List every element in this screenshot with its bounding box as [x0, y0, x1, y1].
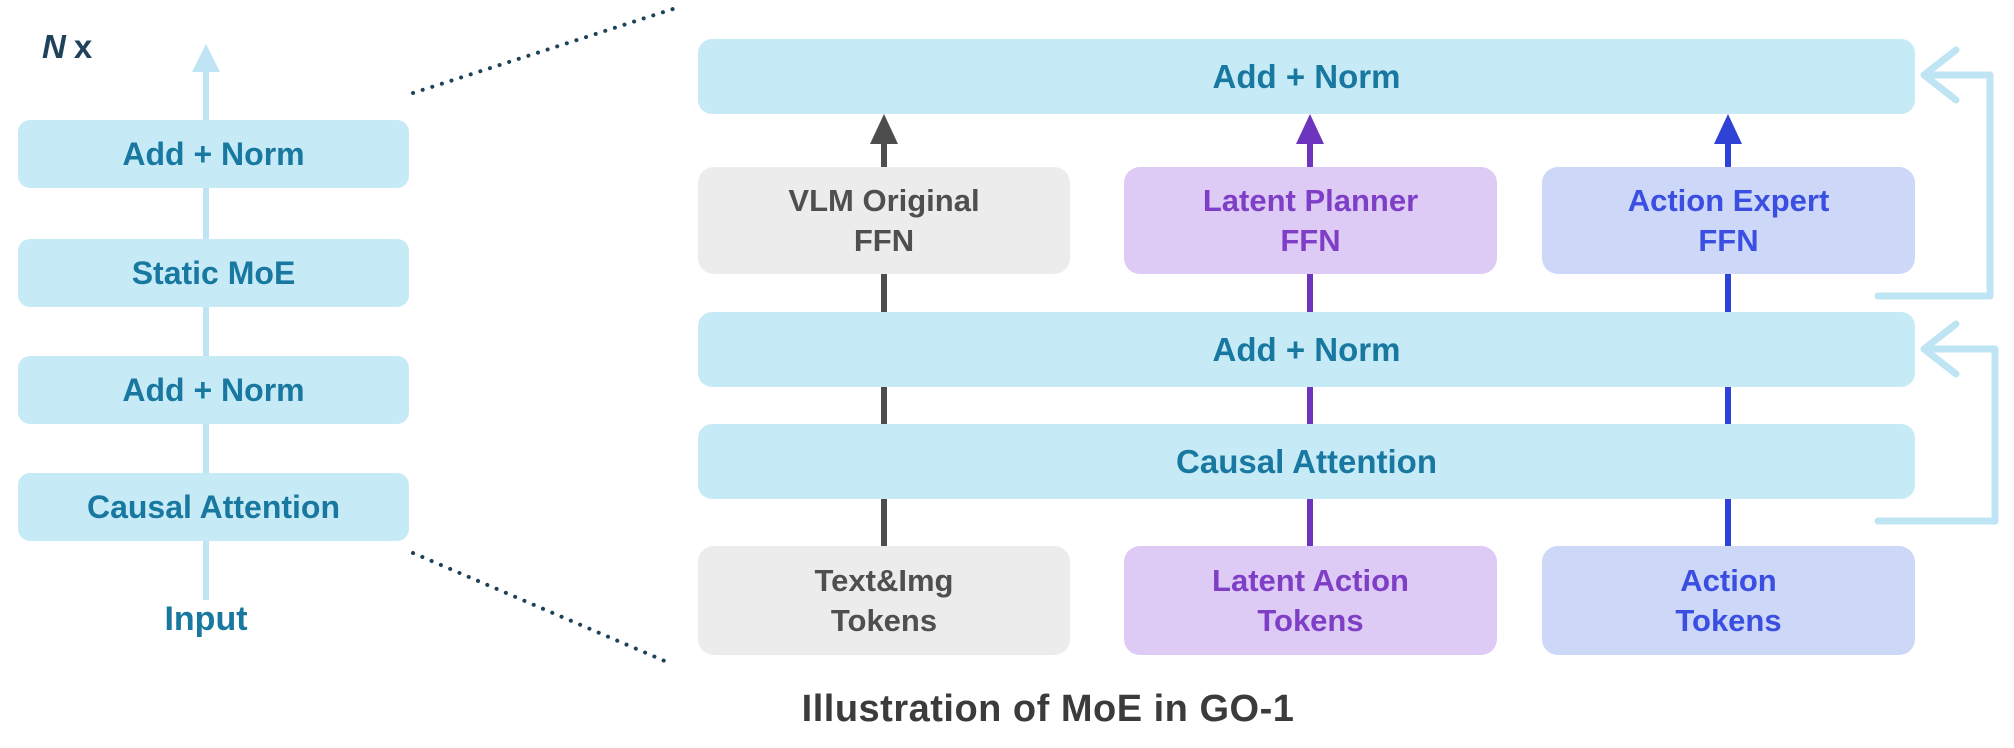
token-label-line2: Tokens — [1257, 602, 1364, 638]
top-add-norm-bar: Add + Norm — [698, 39, 1915, 114]
ffn-label-line2: FFN — [853, 222, 915, 258]
connector-column-action-expert — [1714, 114, 1742, 546]
ffn-label-line2: FFN — [1698, 222, 1759, 258]
box-label: Add + Norm — [122, 371, 305, 408]
box-label: Causal Attention — [86, 488, 341, 525]
bar-label: Causal Attention — [1176, 442, 1437, 480]
mid-add-norm-bar: Add + Norm — [698, 312, 1915, 387]
token-label-line1: Action — [1680, 562, 1777, 598]
ffn-box-latent-planner: Latent Planner FFN — [1124, 167, 1497, 274]
repeat-x: x — [73, 28, 93, 65]
left-chevron-icon — [1920, 320, 1960, 378]
token-box-action: Action Tokens — [1542, 546, 1915, 655]
causal-attention-bar: Causal Attention — [698, 424, 1915, 499]
up-arrow-icon — [1296, 114, 1324, 144]
left-box-add-norm-bottom: Add + Norm — [18, 356, 409, 424]
up-arrow-icon — [870, 114, 898, 144]
connector-column-latent-planner — [1296, 114, 1324, 546]
connector-column-vlm — [870, 114, 898, 546]
left-box-causal-attention: Causal Attention — [18, 473, 409, 541]
ffn-label-line1: Latent Planner — [1202, 182, 1419, 218]
repeat-n: N — [42, 28, 66, 65]
ffn-box-action-expert: Action Expert FFN — [1542, 167, 1915, 274]
token-label-line2: Tokens — [830, 602, 938, 638]
diagram-caption: Illustration of MoE in GO-1 — [801, 688, 1295, 730]
box-label: Add + Norm — [122, 135, 305, 172]
token-box-text-img: Text&Img Tokens — [698, 546, 1070, 655]
token-box-latent-action: Latent Action Tokens — [1124, 546, 1497, 655]
token-label-line1: Latent Action — [1212, 562, 1409, 598]
ffn-label-line1: Action Expert — [1627, 182, 1830, 218]
left-chevron-icon — [1920, 46, 1960, 104]
left-box-add-norm-top: Add + Norm — [18, 120, 409, 188]
token-label-line1: Text&Img — [814, 562, 954, 598]
box-label: Static MoE — [131, 254, 296, 291]
input-label: Input — [164, 600, 248, 638]
ffn-label-line2: FFN — [1280, 222, 1341, 258]
dotted-expansion-line-bottom — [411, 551, 669, 664]
ffn-box-vlm-original: VLM Original FFN — [698, 167, 1070, 274]
residual-arrow-top — [1874, 46, 1994, 300]
bar-label: Add + Norm — [1212, 330, 1401, 368]
token-label-line2: Tokens — [1675, 602, 1782, 638]
up-arrow-icon — [1714, 114, 1742, 144]
ffn-label-line1: VLM Original — [788, 182, 980, 218]
residual-arrow-bottom — [1874, 320, 1999, 525]
dotted-expansion-line-top — [411, 6, 678, 95]
left-box-static-moe: Static MoE — [18, 239, 409, 307]
bar-label: Add + Norm — [1212, 57, 1401, 95]
